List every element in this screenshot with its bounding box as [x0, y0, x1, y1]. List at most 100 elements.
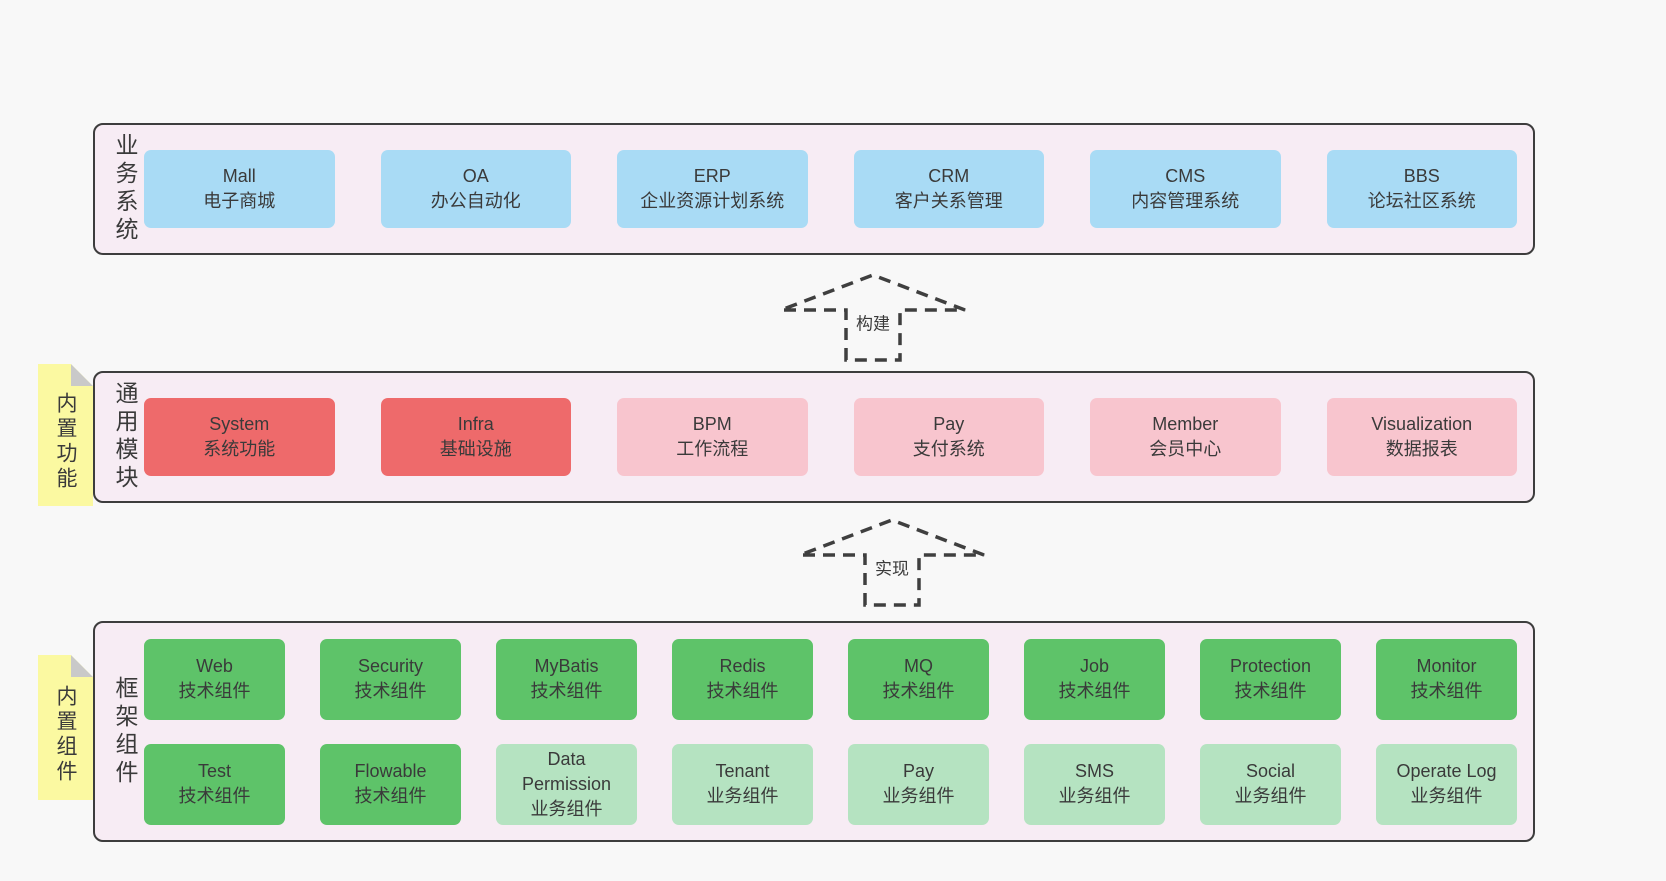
arrow-implement-label: 实现 [871, 552, 913, 582]
up-arrow-icon [799, 518, 985, 607]
box-title: Infra [457, 414, 494, 434]
box-mq: MQ 技术组件 [848, 638, 989, 720]
box-subtitle: 基础设施 [439, 439, 512, 459]
box-operate-log: Operate Log 业务组件 [1376, 743, 1517, 825]
box-job: Job 技术组件 [1024, 638, 1165, 720]
box-subtitle: 客户关系管理 [894, 191, 1003, 211]
box-crm: CRM 客户关系管理 [853, 150, 1044, 228]
box-subtitle: 支付系统 [912, 439, 985, 459]
box-subtitle: 论坛社区系统 [1367, 191, 1476, 211]
box-erp: ERP 企业资源计划系统 [617, 150, 808, 228]
section-label-business: 业务系统 [112, 133, 138, 245]
box-title: Social [1245, 761, 1296, 781]
business-box-row: Mall 电子商城 OA 办公自动化 ERP 企业资源计划系统 CRM 客户关系… [144, 150, 1517, 228]
up-arrow-icon [780, 273, 966, 362]
box-subtitle: 系统功能 [203, 439, 276, 459]
box-data-permission: Data Permission 业务组件 [496, 743, 637, 825]
common-box-row: System 系统功能 Infra 基础设施 BPM 工作流程 Pay 支付系统… [144, 398, 1517, 476]
box-subtitle: 业务组件 [1058, 786, 1131, 806]
box-test: Test 技术组件 [144, 743, 285, 825]
box-mybatis: MyBatis 技术组件 [496, 638, 637, 720]
box-title: Redis [719, 656, 766, 676]
box-subtitle: 工作流程 [676, 439, 749, 459]
framework-box-row-1: Web 技术组件 Security 技术组件 MyBatis 技术组件 Redi… [144, 638, 1517, 720]
box-subtitle: 办公自动化 [430, 191, 521, 211]
section-common-modules: 通用模块 System 系统功能 Infra 基础设施 BPM 工作流程 Pay… [93, 371, 1535, 503]
box-oa: OA 办公自动化 [380, 150, 571, 228]
box-flowable: Flowable 技术组件 [320, 743, 461, 825]
box-subtitle: 技术组件 [706, 681, 779, 701]
section-label-framework: 框架组件 [112, 675, 138, 788]
box-visualization: Visualization 数据报表 [1326, 398, 1517, 476]
box-pay: Pay 支付系统 [853, 398, 1044, 476]
box-title: CRM [928, 166, 970, 186]
box-sms: SMS 业务组件 [1024, 743, 1165, 825]
box-title: Operate Log [1396, 761, 1497, 781]
box-subtitle: 技术组件 [354, 786, 427, 806]
box-title: MyBatis [534, 656, 599, 676]
box-subtitle: 业务组件 [706, 786, 779, 806]
framework-box-row-2: Test 技术组件 Flowable 技术组件 Data Permission … [144, 743, 1517, 825]
box-web: Web 技术组件 [144, 638, 285, 720]
box-title: Data Permission [521, 748, 612, 794]
box-infra: Infra 基础设施 [380, 398, 571, 476]
box-subtitle: 企业资源计划系统 [640, 191, 785, 211]
arrow-build: 构建 [778, 272, 968, 362]
box-member: Member 会员中心 [1090, 398, 1281, 476]
sticky-note-text: 内置功能 [54, 392, 77, 492]
box-subtitle: 技术组件 [178, 681, 251, 701]
box-title: Job [1079, 656, 1110, 676]
box-subtitle: 业务组件 [1410, 786, 1483, 806]
box-subtitle: 技术组件 [1410, 681, 1483, 701]
box-tenant: Tenant 业务组件 [672, 743, 813, 825]
box-title: Security [357, 656, 424, 676]
box-title: Web [196, 656, 233, 676]
box-title: Visualization [1371, 414, 1473, 434]
box-monitor: Monitor 技术组件 [1376, 638, 1517, 720]
box-subtitle: 会员中心 [1149, 439, 1222, 459]
box-subtitle: 内容管理系统 [1131, 191, 1240, 211]
box-bbs: BBS 论坛社区系统 [1326, 150, 1517, 228]
sticky-note-text: 内置组件 [54, 684, 77, 785]
arrow-build-label: 构建 [852, 307, 894, 337]
section-framework-components: 框架组件 Web 技术组件 Security 技术组件 MyBatis 技术组件… [93, 621, 1535, 842]
box-subtitle: 数据报表 [1385, 439, 1458, 459]
box-subtitle: 技术组件 [354, 681, 427, 701]
box-title: SMS [1074, 761, 1114, 781]
section-label-common: 通用模块 [112, 381, 138, 493]
box-title: BBS [1403, 166, 1440, 186]
box-pay-biz: Pay 业务组件 [848, 743, 989, 825]
box-title: System [209, 414, 270, 434]
sticky-note-built-in-features: 内置功能 [38, 364, 93, 506]
sticky-note-built-in-components: 内置组件 [38, 655, 93, 800]
arrow-implement: 实现 [797, 517, 987, 607]
box-social: Social 业务组件 [1200, 743, 1341, 825]
framework-box-rows: Web 技术组件 Security 技术组件 MyBatis 技术组件 Redi… [144, 638, 1517, 825]
box-title: Pay [933, 414, 965, 434]
box-subtitle: 业务组件 [882, 786, 955, 806]
box-subtitle: 电子商城 [203, 191, 276, 211]
box-subtitle: 技术组件 [1058, 681, 1131, 701]
box-subtitle: 技术组件 [178, 786, 251, 806]
box-subtitle: 技术组件 [530, 681, 603, 701]
box-title: MQ [904, 656, 933, 676]
section-business-systems: 业务系统 Mall 电子商城 OA 办公自动化 ERP 企业资源计划系统 CRM… [93, 123, 1535, 255]
box-protection: Protection 技术组件 [1200, 638, 1341, 720]
box-subtitle: 业务组件 [530, 798, 603, 819]
box-title: CMS [1165, 166, 1206, 186]
box-title: Test [197, 761, 231, 781]
box-title: BPM [692, 414, 732, 434]
box-redis: Redis 技术组件 [672, 638, 813, 720]
box-subtitle: 技术组件 [882, 681, 955, 701]
box-subtitle: 技术组件 [1234, 681, 1307, 701]
box-subtitle: 业务组件 [1234, 786, 1307, 806]
box-bpm: BPM 工作流程 [617, 398, 808, 476]
box-title: Member [1152, 414, 1219, 434]
box-title: Mall [222, 166, 256, 186]
box-mall: Mall 电子商城 [144, 150, 335, 228]
box-security: Security 技术组件 [320, 638, 461, 720]
box-title: Pay [902, 761, 935, 781]
box-title: Tenant [715, 761, 770, 781]
box-title: Flowable [354, 761, 427, 781]
